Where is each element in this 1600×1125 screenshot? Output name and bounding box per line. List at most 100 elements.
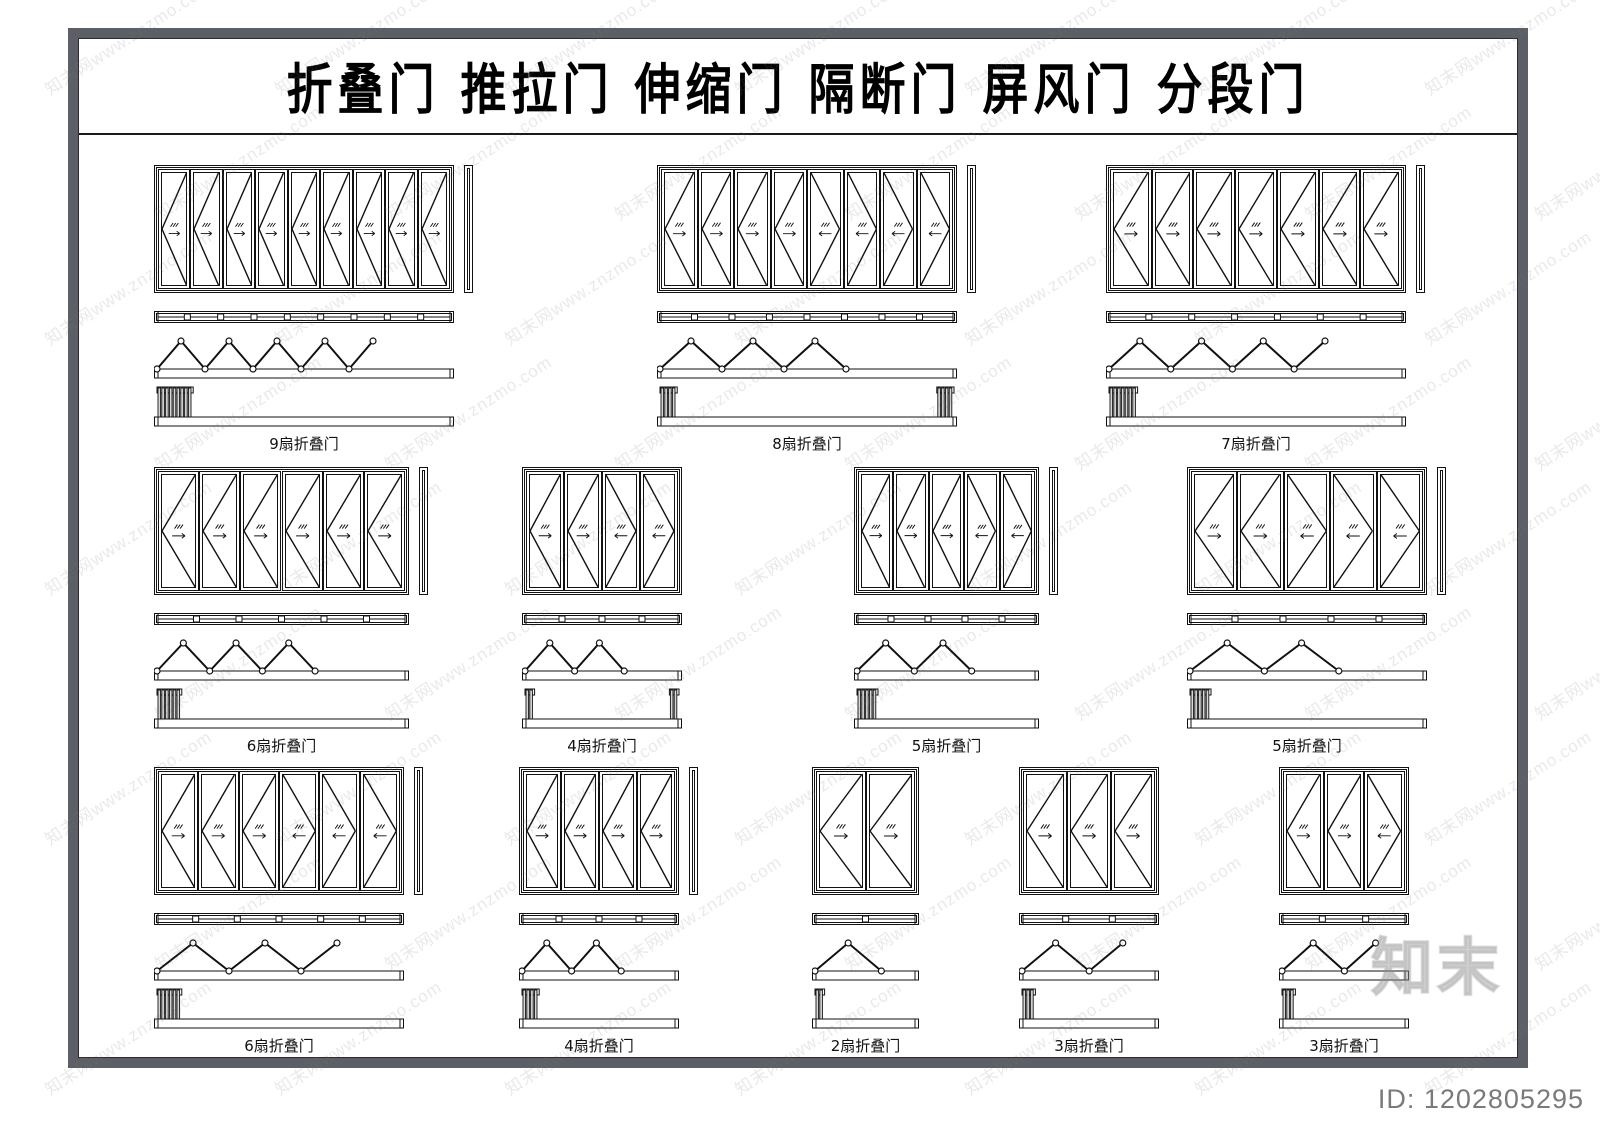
door-outer-frame: [657, 165, 957, 293]
door-fold-plan: [154, 635, 409, 681]
door-diagram-cell: 9扇折叠门: [154, 165, 476, 465]
page-title: 折叠门 推拉门 伸缩门 隔断门 屏风门 分段门: [286, 57, 1310, 122]
door-stacked-plan: [1019, 987, 1159, 1029]
door-track-rail: [154, 311, 454, 323]
door-panel-glass: [810, 172, 841, 286]
door-panel-glass: [605, 474, 637, 588]
door-panel-glass: [919, 172, 950, 286]
door-panel: [526, 471, 564, 591]
door-outer-frame-inner: [524, 469, 680, 593]
door-panel: [287, 169, 321, 289]
door-panel-glass: [225, 172, 253, 286]
door-type-label: 5扇折叠门: [1272, 737, 1342, 755]
door-panel: [1364, 771, 1405, 891]
door-fold-plan: [1279, 935, 1409, 981]
door-panel-glass: [241, 774, 276, 888]
door-track-rail: [1279, 913, 1409, 925]
door-panel-glass: [1240, 474, 1281, 588]
door-fold-plan: [154, 935, 404, 981]
door-panel-glass: [861, 474, 891, 588]
door-panel-glass: [1333, 474, 1374, 588]
door-outer-frame: [1106, 165, 1406, 293]
door-track-rail: [1187, 613, 1427, 625]
door-panel: [999, 471, 1035, 591]
door-panel-glass: [161, 172, 188, 286]
door-type-label: 4扇折叠门: [564, 1037, 634, 1055]
door-elevation: [154, 767, 404, 895]
door-track-rail: [154, 913, 404, 925]
door-panel-glass: [564, 774, 596, 888]
door-panel-glass: [868, 774, 912, 888]
door-stacked-plan: [812, 987, 919, 1029]
door-fold-plan: [154, 333, 454, 379]
door-panel-glass: [967, 474, 997, 588]
door-panel: [637, 771, 675, 891]
door-fold-plan: [519, 935, 679, 981]
door-panel: [770, 169, 807, 289]
door-panel: [561, 771, 599, 891]
door-panel-glass: [362, 774, 397, 888]
door-outer-frame-inner: [156, 167, 452, 291]
door-side-jamb: [419, 467, 428, 595]
door-panel: [359, 771, 400, 891]
door-side-jamb: [1416, 165, 1425, 293]
door-elevation: [1106, 165, 1406, 293]
door-type-label: 3扇折叠门: [1309, 1037, 1379, 1055]
door-outer-frame: [1187, 467, 1427, 595]
door-outer-frame-inner: [156, 769, 402, 893]
door-panel: [964, 471, 1000, 591]
door-panel-glass: [284, 474, 320, 588]
door-panel: [816, 771, 866, 891]
door-stacked-plan: [154, 987, 404, 1029]
door-diagram-cell: 6扇折叠门: [154, 467, 431, 767]
door-panel: [1191, 471, 1238, 591]
door-panel-glass: [1238, 172, 1274, 286]
door-panel: [281, 471, 323, 591]
door-panel: [1235, 169, 1277, 289]
drawing-sheet-inner: 折叠门 推拉门 伸缩门 隔断门 屏风门 分段门 9扇折叠门 8扇折叠门 7扇折叠门 6…: [42, 0, 1600, 1099]
door-panel-glass: [883, 172, 914, 286]
door-type-label: 6扇折叠门: [246, 737, 317, 755]
door-panel: [1111, 771, 1155, 891]
door-outer-frame: [1279, 767, 1409, 895]
door-stacked-plan: [1279, 987, 1409, 1029]
door-type-label: 9扇折叠门: [269, 435, 339, 453]
door-type-label: 5扇折叠门: [911, 737, 982, 755]
door-outer-frame-inner: [1021, 769, 1157, 893]
door-track-rail: [519, 913, 679, 925]
door-panel-glass: [1070, 774, 1108, 888]
door-panel: [1283, 771, 1324, 891]
door-panel: [893, 471, 929, 591]
door-panel: [158, 771, 199, 891]
door-panel: [807, 169, 844, 289]
door-fold-plan: [1106, 333, 1406, 379]
door-diagram-cell: 8扇折叠门: [657, 165, 979, 465]
door-fold-plan: [657, 333, 957, 379]
door-outer-frame-inner: [856, 469, 1037, 593]
door-stacked-plan: [522, 687, 682, 729]
door-panel: [1237, 471, 1284, 591]
door-panel-glass: [737, 172, 768, 286]
door-panel: [1376, 471, 1423, 591]
door-type-label: 7扇折叠门: [1221, 435, 1291, 453]
door-panel: [928, 471, 965, 591]
door-elevation: [854, 467, 1039, 595]
door-panel-glass: [1379, 474, 1420, 588]
door-panel: [599, 771, 637, 891]
drawing-sheet: 折叠门 推拉门 伸缩门 隔断门 屏风门 分段门 9扇折叠门 8扇折叠门 7扇折叠门 6…: [42, 0, 1600, 1099]
door-outer-frame: [854, 467, 1039, 595]
door-panel: [158, 169, 191, 289]
door-panel: [320, 169, 353, 289]
door-panel: [1330, 471, 1377, 591]
door-panel: [1323, 771, 1365, 891]
door-elevation: [154, 467, 409, 595]
door-fold-plan: [522, 635, 682, 681]
door-side-jamb: [1049, 467, 1058, 595]
door-outer-frame: [522, 467, 682, 595]
door-panel-glass: [161, 474, 197, 588]
door-elevation: [154, 165, 454, 293]
door-panel: [1023, 771, 1067, 891]
door-panel-glass: [1114, 774, 1152, 888]
door-track-rail: [657, 311, 957, 323]
door-track-rail: [854, 613, 1039, 625]
